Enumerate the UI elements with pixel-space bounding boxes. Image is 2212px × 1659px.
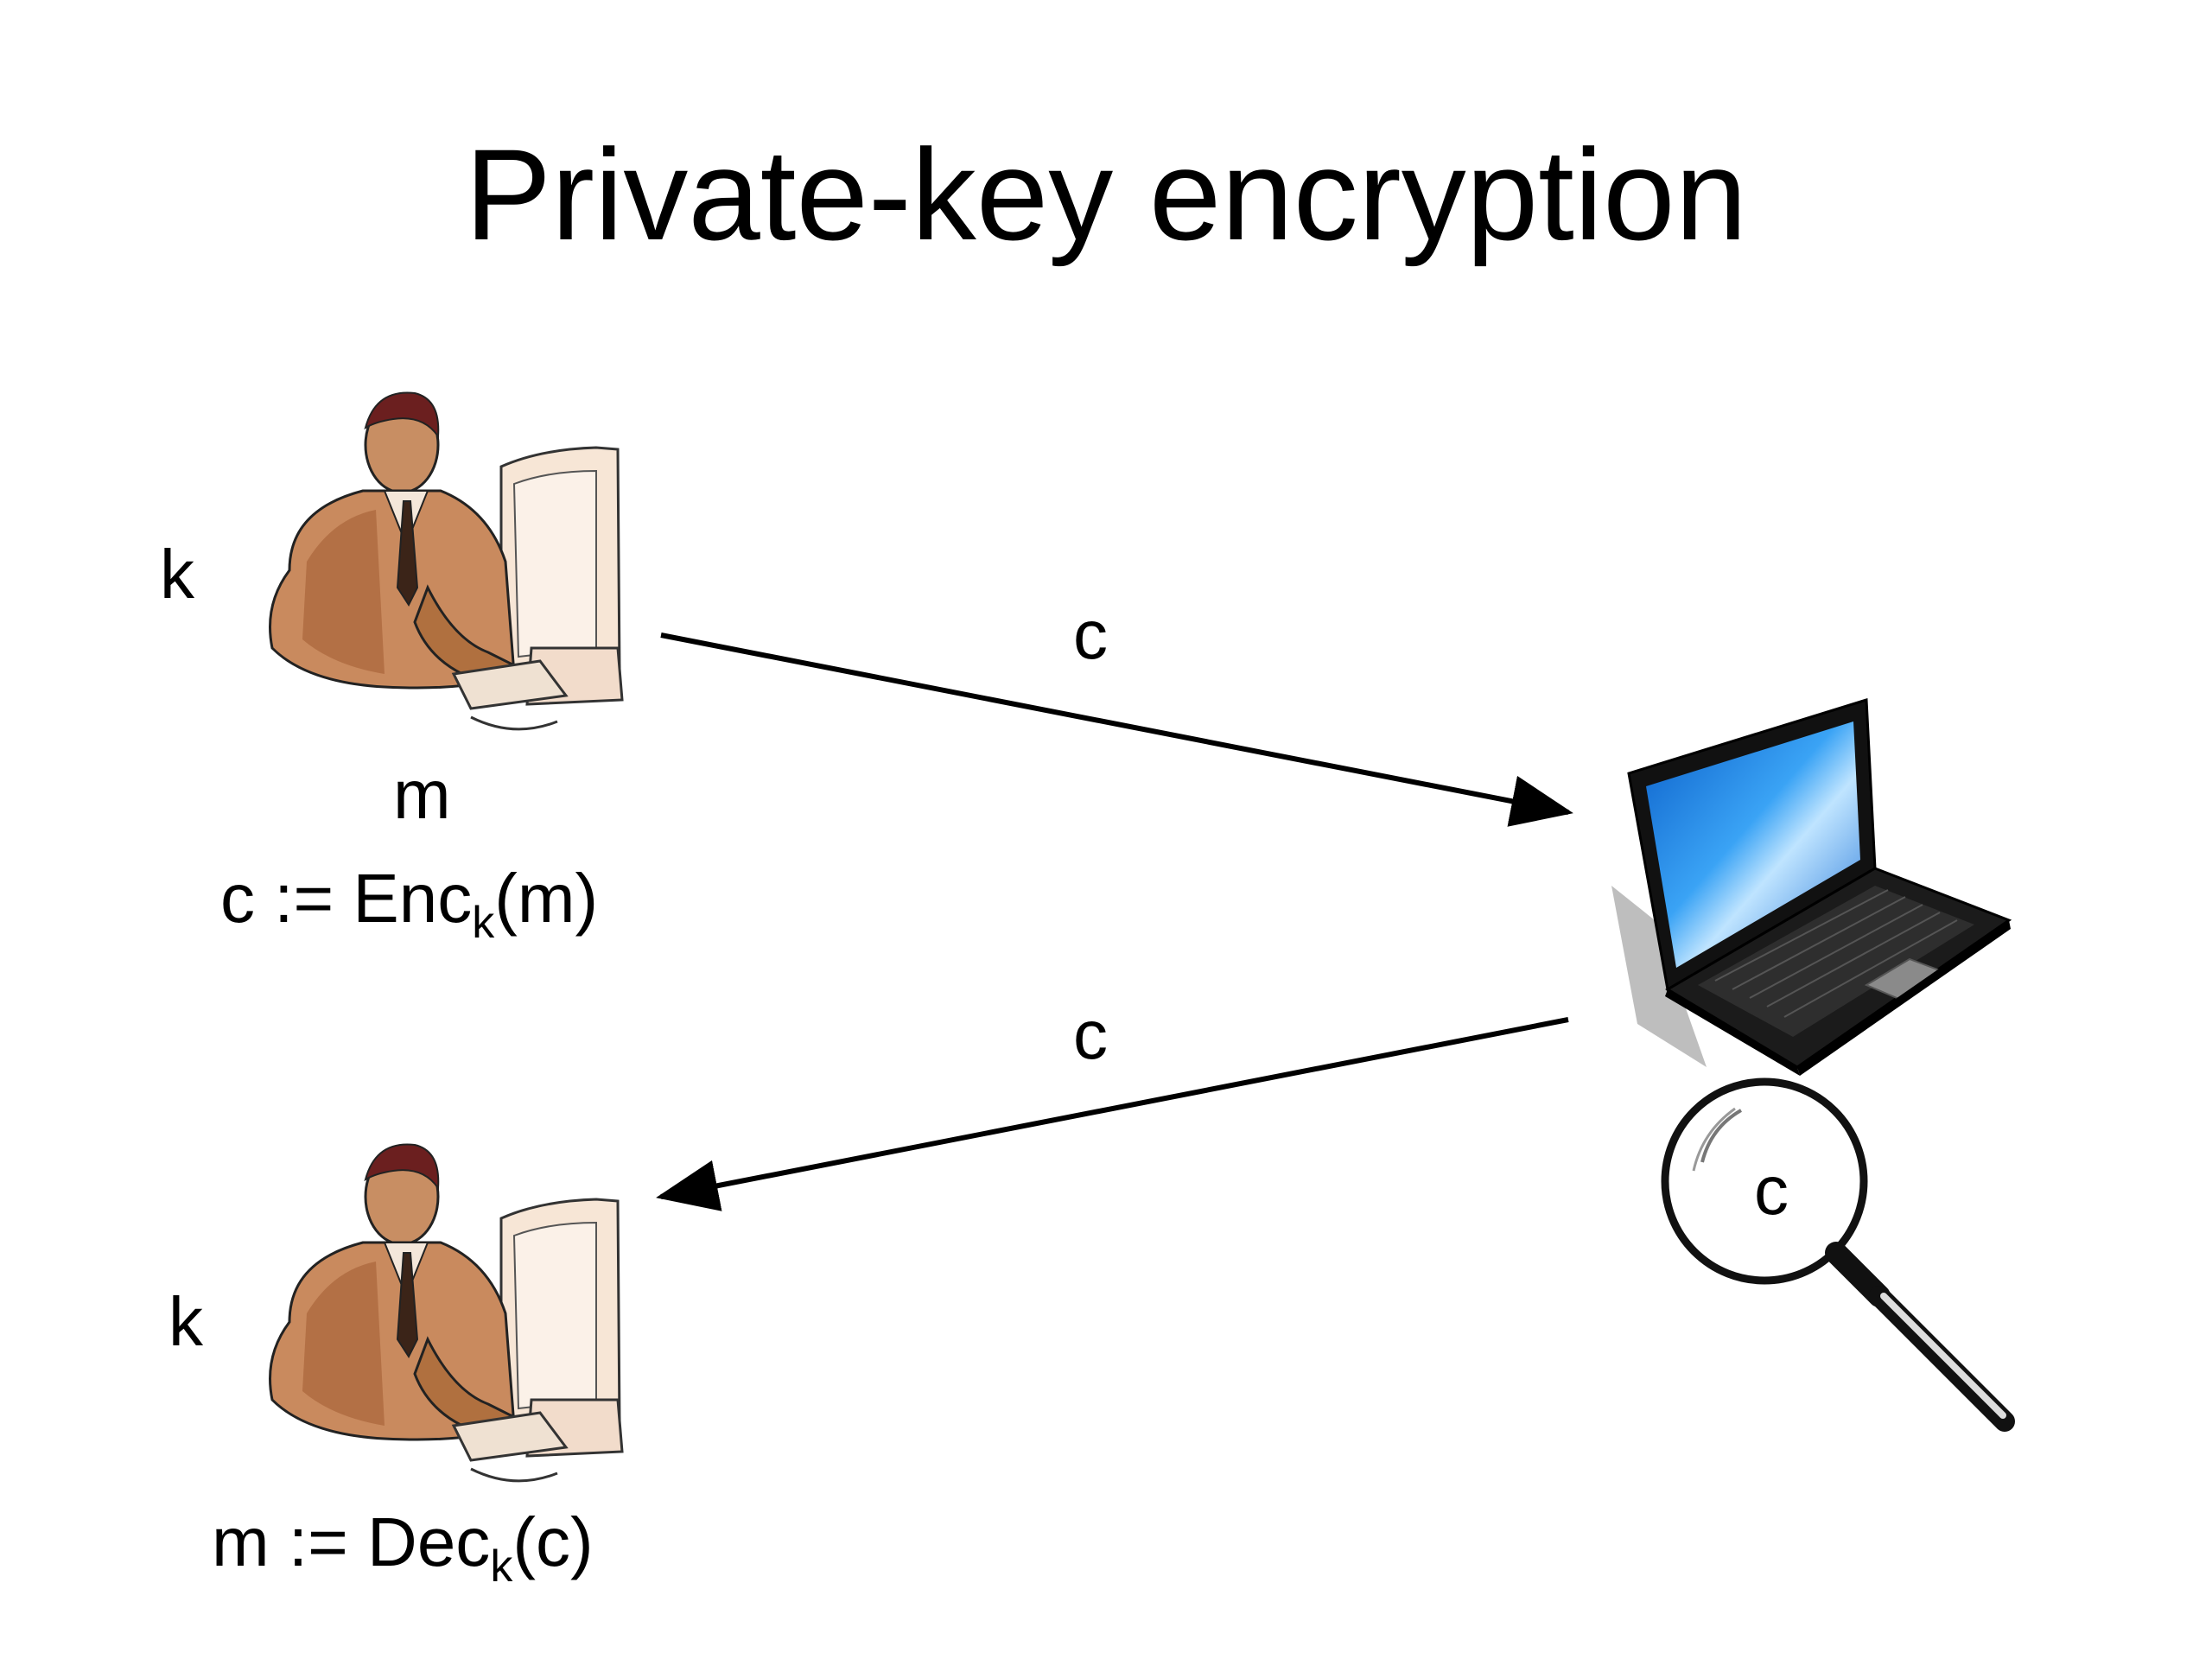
decrypt-rhs: (c): [512, 1503, 594, 1580]
sender-key-label: k: [160, 536, 194, 613]
upper-arrow: [660, 632, 1573, 827]
eavesdrop-label: c: [1754, 1152, 1789, 1229]
magnifying-glass-icon: [1659, 1076, 2031, 1439]
lower-arrow: [656, 1017, 1569, 1211]
lower-arrow-label: c: [1073, 996, 1108, 1073]
receiver-key-label: k: [168, 1283, 203, 1360]
decrypt-lhs: m := Dec: [212, 1503, 491, 1580]
sender-encrypt-formula: c := Enck(m): [220, 864, 598, 946]
decrypt-key-subscript: k: [490, 1541, 513, 1592]
receiver-person-icon: [255, 1141, 635, 1495]
slide-title: Private-key encryption: [465, 122, 1747, 267]
receiver-decrypt-formula: m := Deck(c): [212, 1508, 594, 1590]
laptop-icon: [1603, 696, 2018, 1076]
encrypt-key-subscript: k: [472, 898, 495, 949]
upper-arrow-label: c: [1073, 596, 1108, 673]
encrypt-rhs: (m): [494, 860, 599, 937]
sender-person-icon: [255, 389, 635, 743]
sender-message-label: m: [393, 756, 451, 833]
encrypt-lhs: c := Enc: [220, 860, 473, 937]
